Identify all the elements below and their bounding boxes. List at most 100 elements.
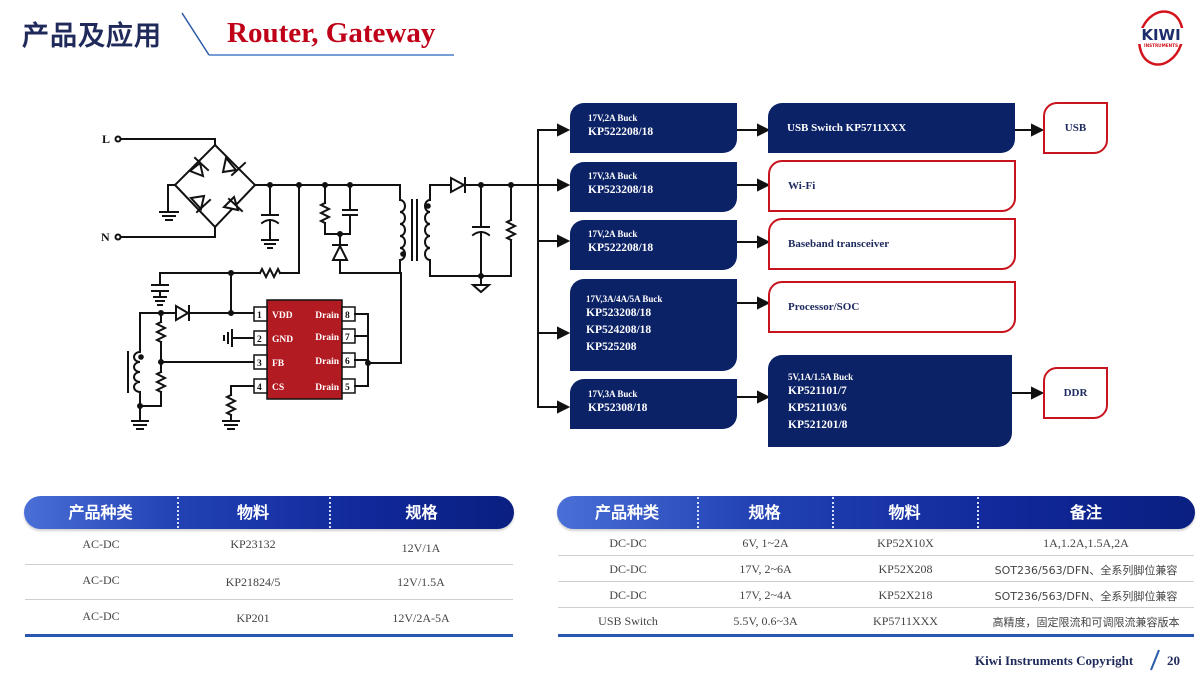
table-row: DC-DC 17V, 2~4A KP52X218 SOT236/563/DFN、…: [558, 582, 1194, 608]
page-title-en: Router, Gateway: [227, 17, 436, 49]
cell-spec: 12V/1A: [401, 541, 441, 555]
table-dcdc: 产品种类 规格 物料 备注 DC-DC 6V, 1~2A KP52X10X 1A…: [557, 496, 1195, 637]
page-title-cn: 产品及应用: [22, 21, 162, 52]
cs-resistor: [224, 393, 238, 417]
cell-spec: 5.5V, 0.6~3A: [733, 614, 798, 628]
buck-1-part: KP522208/18: [588, 126, 654, 138]
table-acdc-body: AC-DC KP23132 12V/1A AC-DC KP21824/5 12V…: [24, 529, 514, 637]
title-divider: [181, 12, 454, 56]
copyright-text: Kiwi Instruments Copyright: [975, 653, 1134, 668]
table-row: AC-DC KP21824/5 12V/1.5A: [25, 565, 513, 600]
cell-part: KP52X218: [878, 588, 933, 602]
th-part: 物料: [177, 496, 329, 529]
pin-fb-label: FB: [272, 359, 285, 369]
cell-spec: 17V, 2~4A: [739, 588, 792, 602]
buck-2-spec: 17V,3A Buck: [588, 171, 638, 181]
pin-gnd-label: GND: [272, 335, 293, 345]
pin-2-num: 2: [257, 335, 262, 345]
cell-part: KP5711XXX: [873, 614, 938, 628]
table-row: USB Switch 5.5V, 0.6~3A KP5711XXX 高精度，固定…: [558, 608, 1194, 637]
cell-spec: 17V, 2~6A: [739, 562, 792, 576]
block-buck-1: 17V,2A Buck KP522208/18: [570, 103, 737, 153]
block-buck-6: 5V,1A/1.5A Buck KP521101/7 KP521103/6 KP…: [768, 355, 1012, 447]
pin-cs-label: CS: [272, 383, 284, 393]
bridge-rectifier: [159, 143, 257, 229]
table-row: DC-DC 6V, 1~2A KP52X10X 1A,1.2A,1.5A,2A: [558, 529, 1194, 556]
logo-text: KIWI: [1141, 26, 1180, 44]
cell-category: AC-DC: [82, 537, 120, 551]
terminal-n-label: N: [101, 230, 110, 244]
th-spec: 规格: [329, 496, 514, 529]
pin-7-num: 7: [345, 333, 350, 343]
pin-drain-5-label: Drain: [315, 383, 339, 393]
aux-diode: [175, 304, 190, 322]
th-remark: 备注: [977, 496, 1195, 529]
cell-spec: 6V, 1~2A: [742, 536, 789, 550]
transformer: [398, 184, 432, 277]
buck-1-spec: 17V,2A Buck: [588, 113, 638, 123]
load-ddr: DDR: [1043, 367, 1108, 419]
load-wifi: Wi-Fi: [768, 160, 1016, 212]
controller-ic: [253, 299, 356, 400]
cell-part: KP52X10X: [877, 536, 934, 550]
buck-3-part: KP522208/18: [588, 242, 654, 254]
usb-label: USB: [1064, 122, 1087, 134]
cell-part: KP21824/5: [225, 575, 281, 589]
cell-part: KP52X208: [878, 562, 933, 576]
ground-icon: [470, 284, 492, 294]
logo-subtext: INSTRUMENTS: [1144, 43, 1178, 48]
buck-6-part-3: KP521201/8: [788, 419, 848, 431]
wifi-label: Wi-Fi: [788, 180, 816, 192]
rcd-snubber: [318, 184, 402, 274]
buck-6-spec: 5V,1A/1.5A Buck: [788, 372, 854, 382]
th-category: 产品种类: [594, 503, 659, 522]
terminal-n: [114, 233, 122, 241]
cell-category: DC-DC: [609, 588, 647, 602]
block-buck-4: 17V,3A/4A/5A Buck KP523208/18 KP524208/1…: [570, 279, 737, 371]
block-buck-5: 17V,3A Buck KP52308/18: [570, 379, 737, 429]
startup-resistor: [258, 266, 282, 280]
cell-remark: SOT236/563/DFN、全系列脚位兼容: [994, 590, 1178, 603]
buck-2-part: KP523208/18: [588, 184, 654, 196]
pin-5-num: 5: [345, 383, 350, 393]
pin-drain-6-label: Drain: [315, 357, 339, 367]
cell-part: KP23132: [230, 537, 276, 551]
buck-4-part-3: KP525208: [586, 341, 637, 353]
kiwi-logo: KIWI INSTRUMENTS: [1129, 10, 1193, 66]
pin-1-num: 1: [257, 311, 262, 321]
block-buck-3: 17V,2A Buck KP522208/18: [570, 220, 737, 270]
footer-divider: [1150, 649, 1160, 671]
buck-6-part-1: KP521101/7: [788, 385, 847, 397]
buck-3-spec: 17V,2A Buck: [588, 229, 638, 239]
cell-category: AC-DC: [82, 573, 120, 587]
load-usb: USB: [1043, 102, 1108, 154]
bus-arrows: [537, 123, 571, 414]
cell-spec: 12V/1.5A: [397, 575, 445, 589]
pin-4-num: 4: [257, 383, 262, 393]
th-spec: 规格: [697, 496, 832, 529]
table-row: AC-DC KP23132 12V/1A: [25, 529, 513, 565]
pin-6-num: 6: [345, 357, 350, 367]
output-resistor: [504, 218, 518, 242]
output-diode: [450, 176, 467, 194]
buck-4-part-2: KP524208/18: [586, 324, 652, 336]
table-row: DC-DC 17V, 2~6A KP52X208 SOT236/563/DFN、…: [558, 556, 1194, 582]
page-number: 20: [1167, 653, 1180, 668]
block-usb-switch: USB Switch KP5711XXX: [768, 103, 1015, 153]
baseband-label: Baseband transceiver: [788, 238, 890, 250]
table-acdc-header: 产品种类 物料 规格: [24, 496, 514, 529]
pin-8-num: 8: [345, 311, 350, 321]
th-part: 物料: [832, 496, 977, 529]
usb-switch-label: USB Switch KP5711XXX: [787, 122, 907, 134]
buck-5-spec: 17V,3A Buck: [588, 389, 638, 399]
terminal-l-label: L: [102, 132, 110, 146]
table-row: AC-DC KP201 12V/2A-5A: [25, 600, 513, 637]
pin-3-num: 3: [257, 359, 262, 369]
cell-category: DC-DC: [609, 562, 647, 576]
load-baseband: Baseband transceiver: [768, 218, 1016, 270]
buck-6-part-2: KP521103/6: [788, 402, 847, 414]
cell-category: AC-DC: [82, 609, 120, 623]
cell-spec: 12V/2A-5A: [392, 611, 450, 625]
load-processor: Processor/SOC: [768, 281, 1016, 333]
table-acdc: 产品种类 物料 规格 AC-DC KP23132 12V/1A AC-DC KP…: [24, 496, 514, 637]
